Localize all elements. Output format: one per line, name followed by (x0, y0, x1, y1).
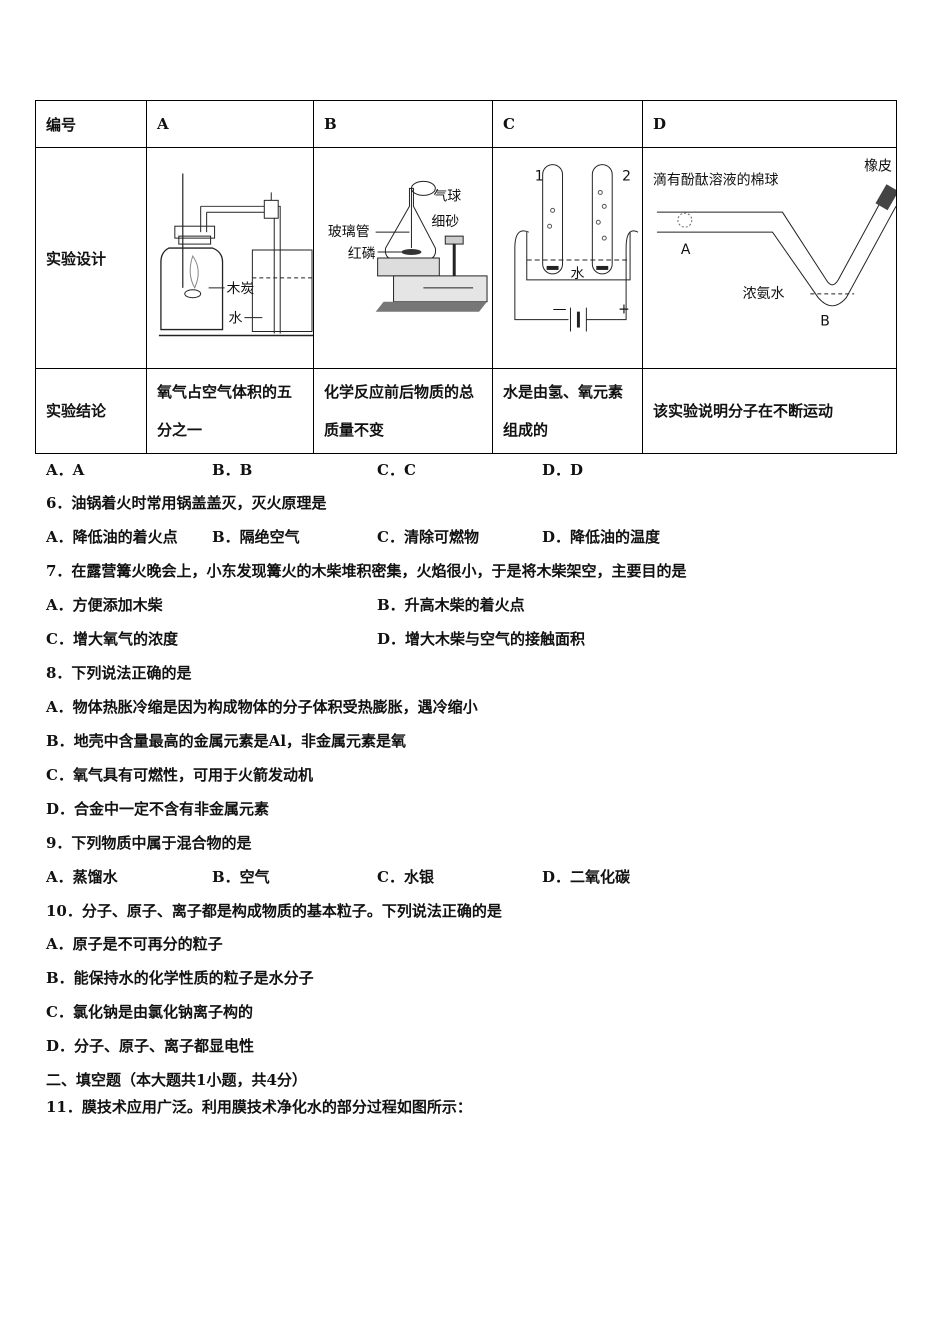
label-tube-1: 1 (535, 169, 544, 185)
label-balloon: 气球 (433, 188, 461, 204)
q5-option-d: D．D (542, 461, 584, 479)
figure-a-cell: 木炭 水 (146, 147, 314, 369)
label-ammonia: 浓氨水 (743, 286, 785, 302)
label-charcoal: 木炭 (227, 281, 255, 297)
table-design-row: 实验设计 木炭 (35, 147, 897, 369)
label-water-c: 水 (570, 266, 584, 282)
header-cell-c: C (492, 100, 643, 148)
label-red-phosphorus: 红磷 (348, 246, 376, 262)
q7-option-c: C．增大氧气的浓度 (46, 630, 178, 648)
q9-stem: 9．下列物质中属于混合物的是 (46, 834, 252, 852)
q10-option-c: C．氯化钠是由氯化钠离子构的 (46, 1003, 253, 1021)
q9-option-d: D．二氧化碳 (542, 868, 631, 886)
figure-c-electrolysis-apparatus: 1 2 水 — + (514, 164, 639, 332)
q8-option-c: C．氧气具有可燃性，可用于火箭发动机 (46, 766, 313, 784)
table-header-row: 编号 A B C D (35, 100, 897, 148)
label-point-a: A (681, 242, 691, 258)
q6-option-a: A．降低油的着火点 (46, 528, 178, 546)
q6-option-c: C．清除可燃物 (377, 528, 479, 546)
q7-stem: 7．在露营篝火晚会上，小东发现篝火的木柴堆积密集，火焰很小，于是将木柴架空，主要… (46, 562, 687, 580)
header-cell-a: A (146, 100, 314, 148)
section-2-heading: 二、填空题（本大题共1小题，共4分） (46, 1071, 307, 1089)
q6-option-b: B．隔绝空气 (212, 528, 300, 546)
q6-stem: 6．油锅着火时常用锅盖盖灭，灭火原理是 (46, 494, 327, 512)
table-conclusion-row: 实验结论 氧气占空气体积的五分之一 化学反应前后物质的总质量不变 水是由氢、氧元… (35, 368, 897, 454)
q8-option-a: A．物体热胀冷缩是因为构成物体的分子体积受热膨胀，遇冷缩小 (46, 698, 478, 716)
label-rubber-stopper: 橡皮 (864, 158, 892, 174)
conclusion-d: 该实验说明分子在不断运动 (642, 368, 897, 454)
header-cell-b: B (313, 100, 493, 148)
q11-stem: 11．膜技术应用广泛。利用膜技术净化水的部分过程如图所示： (46, 1098, 472, 1116)
label-water-a: 水 (229, 311, 243, 327)
q8-option-b: B．地壳中含量最高的金属元素是Al，非金属元素是氧 (46, 732, 407, 750)
label-glass-tube: 玻璃管 (328, 223, 370, 240)
q5-option-c: C．C (377, 461, 416, 479)
q5-option-b: B．B (212, 461, 253, 479)
figure-c-cell: 1 2 水 — + (492, 147, 643, 369)
header-cell-number: 编号 (35, 100, 147, 148)
label-sand: 细砂 (431, 214, 459, 230)
conclusion-c: 水是由氢、氧元素组成的 (492, 368, 643, 454)
label-point-b: B (820, 314, 830, 330)
q10-stem: 10．分子、原子、离子都是构成物质的基本粒子。下列说法正确的是 (46, 902, 502, 920)
figure-b-mass-conservation-apparatus: 气球 玻璃管 细砂 红磷 (328, 180, 488, 312)
figure-d-molecular-motion-apparatus: 滴有酚酞溶液的棉球 橡皮 A 浓氨水 B (653, 158, 896, 330)
q9-option-c: C．水银 (377, 868, 434, 886)
q10-option-d: D．分子、原子、离子都显电性 (46, 1037, 255, 1055)
conclusion-a: 氧气占空气体积的五分之一 (146, 368, 314, 454)
label-tube-2: 2 (622, 169, 631, 185)
q7-option-d: D．增大木柴与空气的接触面积 (377, 630, 586, 648)
header-cell-d: D (642, 100, 897, 148)
label-minus: — (553, 302, 567, 318)
q8-option-d: D．合金中一定不含有非金属元素 (46, 800, 270, 818)
figure-d-cell: 滴有酚酞溶液的棉球 橡皮 A 浓氨水 B (642, 147, 897, 369)
conclusion-label: 实验结论 (35, 368, 147, 454)
q9-option-b: B．空气 (212, 868, 270, 886)
experiment-table: 编号 A B C D 实验设计 (35, 100, 897, 454)
conclusion-b: 化学反应前后物质的总质量不变 (313, 368, 493, 454)
figure-b-cell: 气球 玻璃管 细砂 红磷 (313, 147, 493, 369)
q10-option-b: B．能保持水的化学性质的粒子是水分子 (46, 969, 314, 987)
q7-option-b: B．升高木柴的着火点 (377, 596, 525, 614)
q5-option-a: A．A (46, 461, 85, 479)
q6-option-d: D．降低油的温度 (542, 528, 661, 546)
label-plus: + (618, 302, 630, 318)
q9-option-a: A．蒸馏水 (46, 868, 118, 886)
label-phenolphthalein-cotton: 滴有酚酞溶液的棉球 (653, 171, 778, 188)
q10-option-a: A．原子是不可再分的粒子 (46, 935, 223, 953)
figure-a-oxygen-apparatus: 木炭 水 (158, 173, 313, 337)
design-label: 实验设计 (35, 147, 147, 369)
q8-stem: 8．下列说法正确的是 (46, 664, 192, 682)
q7-option-a: A．方便添加木柴 (46, 596, 163, 614)
